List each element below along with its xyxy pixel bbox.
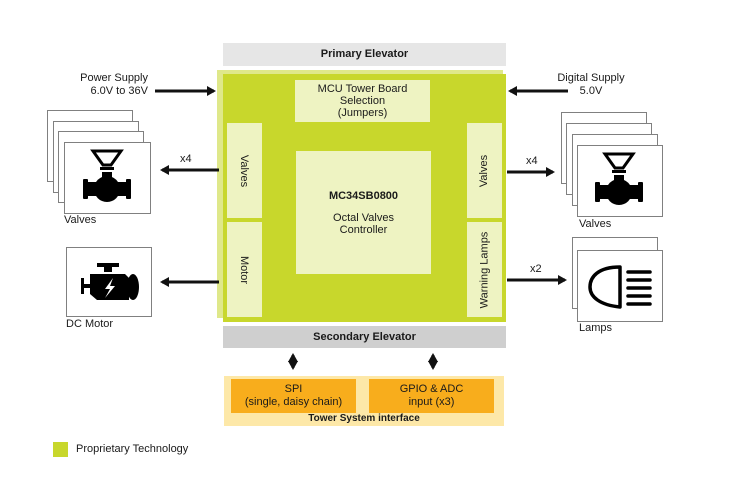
power-supply-line-2: 6.0V to 36V	[90, 85, 149, 97]
spi-line-1: SPI	[284, 383, 303, 395]
primary-elevator-label: Primary Elevator	[320, 48, 409, 60]
legend-label: Proprietary Technology	[76, 443, 189, 455]
lamps-caption: Lamps	[579, 322, 613, 334]
gpio-line-1: GPIO & ADC	[399, 383, 464, 395]
power-supply-label: Power Supply 6.0V to 36V	[78, 72, 148, 98]
dc-motor-caption: DC Motor	[66, 318, 114, 330]
mcu-line-1: MCU Tower Board	[317, 83, 408, 95]
legend-swatch	[53, 442, 68, 457]
mcu-line-3: (Jumpers)	[337, 107, 388, 119]
dc-motor-card	[66, 247, 152, 317]
left-valves-block: Valves	[227, 123, 262, 218]
valve-icon	[83, 149, 131, 202]
primary-elevator: Primary Elevator	[223, 43, 506, 66]
spi-line-2: (single, daisy chain)	[244, 396, 343, 408]
left-motor-block: Motor	[227, 222, 262, 317]
right-valves-caption: Valves	[579, 218, 612, 230]
engine-icon	[81, 263, 139, 300]
lamps-count: x2	[530, 263, 542, 275]
digital-supply-line-1: Digital Supply	[557, 72, 625, 84]
left-valves-caption: Valves	[64, 214, 97, 226]
secondary-elevator: Secondary Elevator	[223, 326, 506, 348]
right-valves-count: x4	[526, 155, 538, 167]
chip-part-number: MC34SB0800	[328, 189, 399, 202]
left-valve-card-1	[64, 142, 151, 214]
digital-supply-label: Digital Supply 5.0V	[556, 72, 626, 98]
left-valves-count: x4	[180, 153, 192, 165]
secondary-elevator-label: Secondary Elevator	[313, 331, 416, 343]
headlamp-icon	[588, 265, 652, 309]
mcu-line-2: Selection	[339, 95, 386, 107]
interface-title-text: Tower System interface	[308, 413, 420, 424]
mcu-selection-block: MCU Tower Board Selection (Jumpers)	[295, 80, 430, 122]
spi-block: SPI (single, daisy chain)	[231, 379, 356, 413]
gpio-line-2: input (x3)	[408, 396, 455, 408]
valve-icon	[595, 152, 643, 205]
right-valves-block: Valves	[467, 123, 502, 218]
power-supply-line-1: Power Supply	[80, 72, 148, 84]
right-lamps-block: Warning Lamps	[467, 222, 502, 317]
lamp-card-1	[577, 250, 663, 322]
digital-supply-line-2: 5.0V	[579, 85, 603, 97]
chip-block: MC34SB0800 Octal Valves Controller	[296, 151, 431, 274]
gpio-block: GPIO & ADC input (x3)	[369, 379, 494, 413]
interface-title: Tower System interface	[224, 413, 504, 424]
right-valve-card-1	[577, 145, 663, 217]
chip-desc-1: Octal Valves	[333, 211, 394, 224]
chip-desc-2: Controller	[339, 223, 388, 236]
